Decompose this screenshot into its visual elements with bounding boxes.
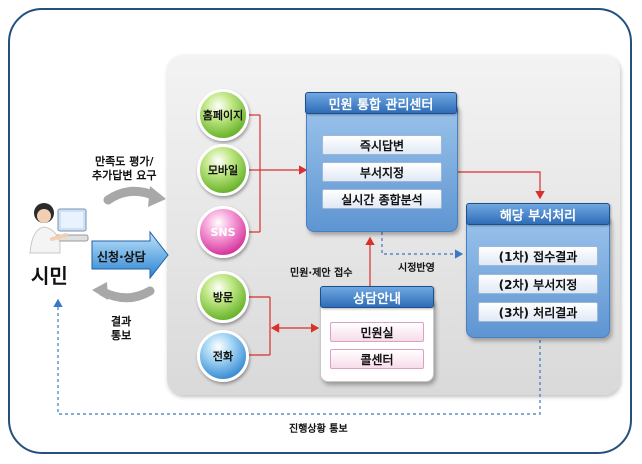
center-item-immediate[interactable]: 즉시답변: [322, 135, 442, 155]
consult-item-callcenter[interactable]: 콜센터: [330, 349, 424, 369]
intake-label: 민원·제안 접수: [290, 268, 353, 279]
department-item-1[interactable]: (1차) 접수결과: [478, 246, 598, 266]
result-label: 결과 통보: [111, 315, 132, 342]
apply-arrow: [91, 230, 169, 280]
feedback-curved-arrow: [103, 186, 160, 205]
center-title: 민원 통합 관리센터: [305, 92, 457, 114]
citizen-illustration: [22, 195, 92, 255]
channel-mobile[interactable]: 모바일: [197, 144, 249, 196]
citizen-label: 시민: [31, 264, 68, 288]
feedback-arrowhead: [148, 186, 166, 207]
center-item-assign[interactable]: 부서지정: [322, 162, 442, 182]
center-item-analysis[interactable]: 실시간 종합분석: [322, 189, 442, 209]
channel-sns[interactable]: SNS: [197, 206, 249, 258]
progress-dashed-arrow: [53, 298, 541, 415]
result-curved-arrow: [98, 286, 155, 303]
consult-title: 상담안내: [320, 286, 434, 308]
channel-homepage[interactable]: 홈페이지: [197, 89, 249, 141]
department-item-2[interactable]: (2차) 부서지정: [478, 274, 598, 294]
apply-label: 신청·상담: [97, 250, 146, 264]
consult-item-office[interactable]: 민원실: [330, 322, 424, 342]
channel-visit[interactable]: 방문: [197, 271, 249, 323]
department-title: 해당 부서처리: [466, 203, 610, 225]
reflect-label: 시정반영: [398, 263, 435, 274]
feedback-label: 만족도 평가/ 추가답변 요구: [92, 155, 157, 182]
result-arrowhead: [92, 282, 108, 300]
channel-phone[interactable]: 전화: [197, 330, 249, 382]
progress-label: 진행상황 통보: [289, 424, 348, 435]
center-to-dept-arrow: [444, 171, 545, 200]
department-item-3[interactable]: (3차) 처리결과: [478, 302, 598, 322]
